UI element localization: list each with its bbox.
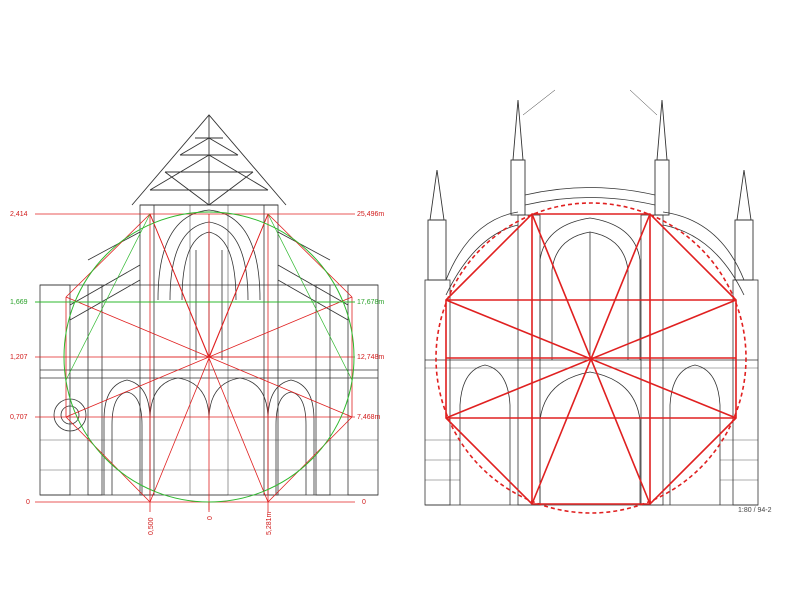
red-construction-lines: [35, 213, 355, 510]
height-label-12748: 12,748m: [357, 354, 384, 361]
ratio-label-0707: 0,707: [10, 414, 28, 421]
engraver-signature: 1:80 / 94-2: [738, 507, 772, 514]
right-section-drawing: 1:80 / 94-2: [424, 89, 772, 514]
engraving-structure: [424, 187, 759, 506]
bottom-label-0: 0: [207, 516, 214, 520]
height-label-17678: 17,678m: [357, 299, 384, 306]
level-labels-left: 2,414 1,669 1,207 0,707 0: [10, 211, 30, 506]
bottom-label-5281m: 5,281m: [266, 511, 273, 535]
bottom-labels: 0,500 0 5,281m: [148, 511, 273, 535]
right-red-construction: [435, 202, 747, 514]
height-label-0: 0: [362, 499, 366, 506]
bottom-dimension-ticks: [149, 502, 269, 512]
height-label-7468: 7,468m: [357, 414, 381, 421]
left-section-drawing: 2,414 1,669 1,207 0,707 0 25,496m 17,678…: [10, 114, 384, 535]
ratio-label-1669: 1,669: [10, 299, 28, 306]
roof-truss: [131, 114, 287, 206]
ratio-label-1207: 1,207: [10, 354, 28, 361]
level-labels-right: 25,496m 17,678m 12,748m 7,468m 0: [357, 211, 384, 506]
ratio-label-0: 0: [26, 499, 30, 506]
ratio-label-2414: 2,414: [10, 211, 28, 218]
height-label-25496: 25,496m: [357, 211, 384, 218]
bottom-label-0500: 0,500: [148, 517, 155, 535]
